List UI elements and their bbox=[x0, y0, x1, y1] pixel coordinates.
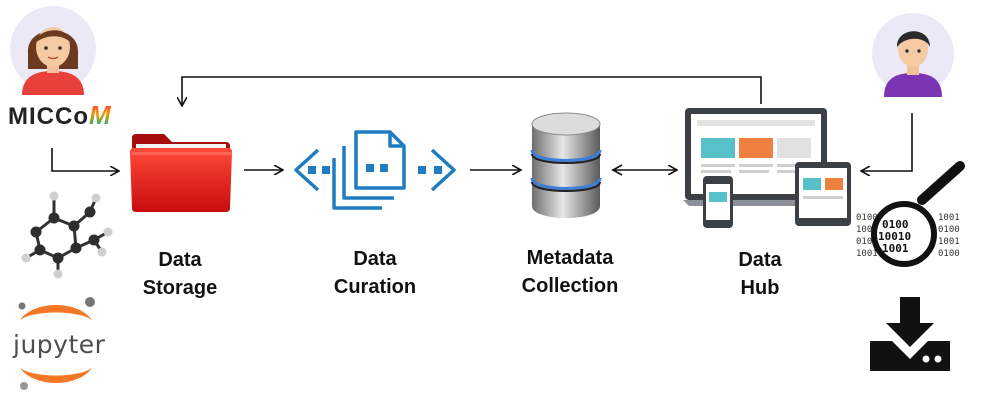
stage-metadata-line1: Metadata bbox=[526, 247, 614, 269]
stage-storage-line1: Data bbox=[158, 249, 202, 271]
binary-line-3: 1001 bbox=[882, 242, 909, 255]
stage-storage-line2: Storage bbox=[142, 277, 218, 299]
svg-text:1001: 1001 bbox=[856, 249, 878, 259]
stage-curation-line2: Curation bbox=[333, 276, 417, 298]
stage-label-storage: Data Storage bbox=[120, 246, 240, 302]
stage-label-curation: Data Curation bbox=[315, 245, 435, 301]
stage-curation-line1: Data bbox=[353, 248, 397, 270]
svg-text:1001: 1001 bbox=[938, 213, 960, 223]
org-name-suffix: M bbox=[88, 100, 112, 130]
svg-text:0100: 0100 bbox=[856, 213, 878, 223]
svg-text:0100: 0100 bbox=[856, 237, 878, 247]
arrow-user-to-storage bbox=[51, 148, 118, 171]
user-avatar-female-icon bbox=[10, 6, 96, 95]
stage-hub-line2: Hub bbox=[740, 277, 780, 299]
magnifier-binary-icon: 0100 1001 0100 1001 1001 0100 1001 0100 0100 1… bbox=[856, 161, 965, 267]
miccom-logo: MICCoM bbox=[8, 100, 112, 131]
molecule-icon bbox=[21, 191, 113, 279]
binary-line-2: 10010 bbox=[878, 230, 911, 243]
devices-icon bbox=[683, 108, 851, 228]
stage-metadata-line2: Collection bbox=[521, 275, 619, 297]
document-stack-icon bbox=[294, 130, 456, 210]
arrow-hub-to-storage bbox=[182, 76, 762, 105]
svg-text:0100: 0100 bbox=[938, 225, 960, 235]
jupyter-name: jupyter bbox=[13, 330, 106, 359]
arrow-user-to-hub bbox=[862, 113, 913, 171]
folder-icon bbox=[130, 134, 232, 212]
stage-label-hub: Data Hub bbox=[700, 246, 820, 302]
svg-text:0100: 0100 bbox=[938, 249, 960, 259]
svg-text:1001: 1001 bbox=[856, 225, 878, 235]
svg-text:1001: 1001 bbox=[938, 237, 960, 247]
stage-label-metadata: Metadata Collection bbox=[500, 244, 640, 300]
user-avatar-male-icon bbox=[872, 13, 954, 97]
stage-hub-line1: Data bbox=[738, 249, 782, 271]
binary-line-1: 0100 bbox=[882, 218, 909, 231]
jupyter-logo-icon bbox=[18, 297, 95, 390]
download-icon bbox=[870, 297, 950, 371]
org-name: MICCo bbox=[8, 103, 89, 130]
database-icon bbox=[530, 112, 602, 218]
